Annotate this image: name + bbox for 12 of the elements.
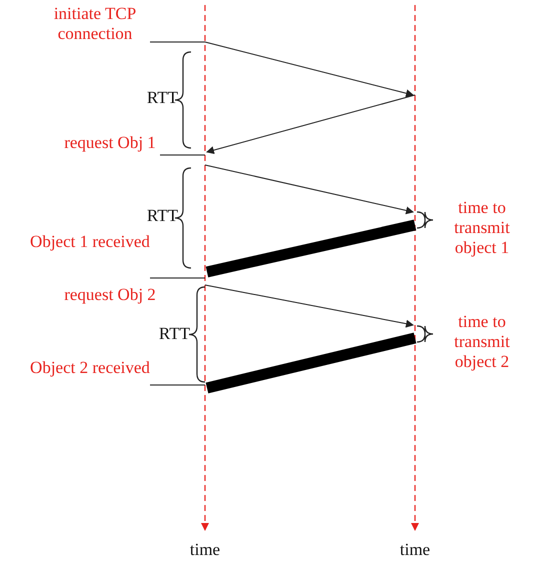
event-label: Object 2 received [30, 358, 150, 378]
event-label: request Obj 2 [63, 285, 157, 305]
axis-label: time [398, 540, 432, 560]
event-label: initiate TCP connection [52, 4, 138, 44]
rtt-label: RTT [146, 206, 178, 226]
event-label: request Obj 1 [63, 133, 157, 153]
event-label: Object 1 received [30, 232, 150, 252]
duration-label: time to transmit object 1 [453, 198, 511, 258]
axis-label: time [188, 540, 222, 560]
rtt-label: RTT [158, 324, 190, 344]
rtt-label: RTT [146, 88, 178, 108]
duration-label: time to transmit object 2 [453, 312, 511, 372]
